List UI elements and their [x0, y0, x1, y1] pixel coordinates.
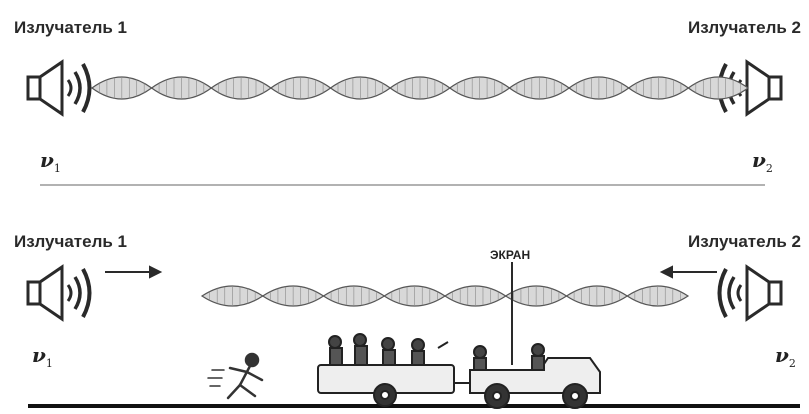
top-freq-2-sub: 2 — [765, 162, 773, 175]
bottom-freq-1-symbol: ν — [32, 343, 46, 367]
top-freq-2: ν2 — [752, 148, 773, 175]
screen-label: ЭКРАН — [490, 248, 531, 262]
top-speaker-left-icon — [26, 59, 92, 117]
top-emitter-2-label: Излучатель 2 — [687, 18, 801, 37]
top-standing-wave — [90, 76, 750, 100]
bottom-freq-1-sub: 1 — [45, 357, 53, 370]
bottom-speaker-right-icon — [717, 264, 783, 322]
trailer-vehicle-icon — [317, 333, 470, 407]
top-freq-1-symbol: ν — [40, 148, 54, 172]
bottom-emitter-2-label: Излучатель 2 — [687, 232, 801, 251]
bottom-freq-2-symbol: ν — [775, 343, 789, 367]
top-freq-2-symbol: ν — [752, 148, 766, 172]
bottom-freq-1: ν1 — [32, 343, 53, 370]
car-vehicle-icon — [437, 341, 601, 409]
bottom-freq-2-sub: 2 — [788, 357, 796, 370]
top-freq-1: ν1 — [40, 148, 61, 175]
bottom-freq-2: ν2 — [775, 343, 796, 370]
arrow-left-icon — [659, 265, 717, 279]
bottom-speaker-left-icon — [26, 264, 92, 322]
running-person-icon — [207, 352, 264, 400]
bottom-emitter-1-label: Излучатель 1 — [14, 232, 128, 251]
top-freq-1-sub: 1 — [53, 162, 61, 175]
top-emitter-1-label: Излучатель 1 — [14, 18, 128, 37]
arrow-right-icon — [105, 265, 163, 279]
bottom-standing-wave — [200, 285, 690, 307]
